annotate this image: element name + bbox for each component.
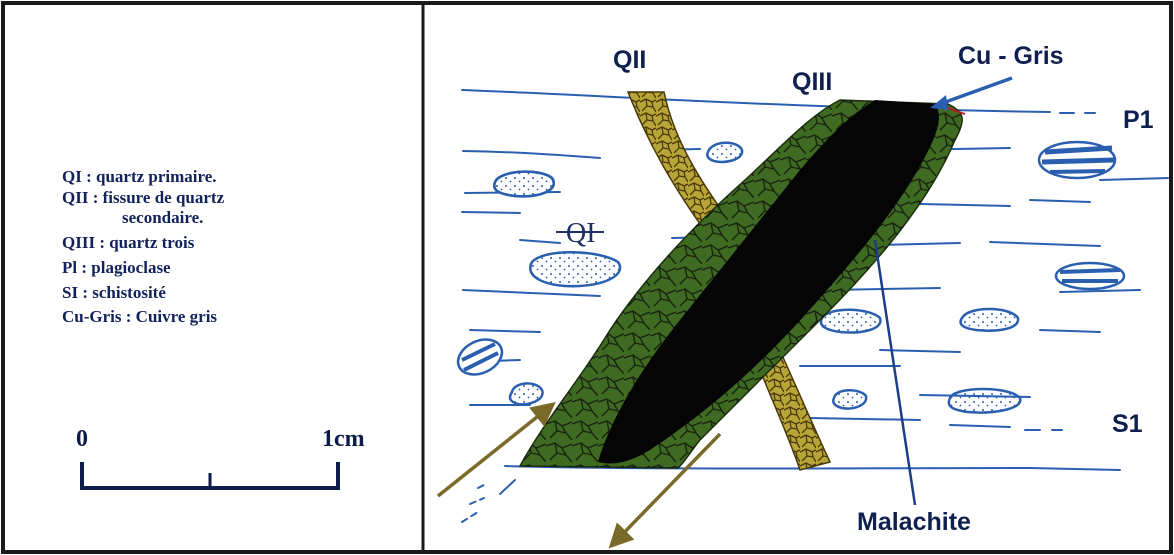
label-qii: QII xyxy=(613,46,646,74)
malachite-pointer-line xyxy=(875,240,915,505)
scale-end-label: 1cm xyxy=(322,426,365,452)
cu-gris-pointer-arrow xyxy=(940,78,1012,104)
legend-line-qii: QII : fissure de quartz xyxy=(62,188,225,207)
scale-bar: 0 1cm xyxy=(76,426,365,488)
scale-start-label: 0 xyxy=(76,426,88,452)
legend-line-si: SI : schistosité xyxy=(62,283,166,302)
legend-line-pl: Pl : plagioclase xyxy=(62,258,171,277)
legend-line-qii-cont: secondaire. xyxy=(122,208,203,227)
label-qi: QI xyxy=(566,218,596,249)
legend-line-qiii: QIII : quartz trois xyxy=(62,233,195,252)
legend-line-qi: QI : quartz primaire. xyxy=(62,167,217,186)
label-qiii: QIII xyxy=(792,68,832,96)
label-p1: P1 xyxy=(1123,106,1154,134)
label-s1: S1 xyxy=(1112,410,1143,438)
legend-line-cu-gris: Cu-Gris : Cuivre gris xyxy=(62,307,217,326)
label-malachite: Malachite xyxy=(857,508,971,536)
legend: QI : quartz primaire. QII : fissure de q… xyxy=(62,167,225,326)
label-cu-gris: Cu - Gris xyxy=(958,42,1064,70)
